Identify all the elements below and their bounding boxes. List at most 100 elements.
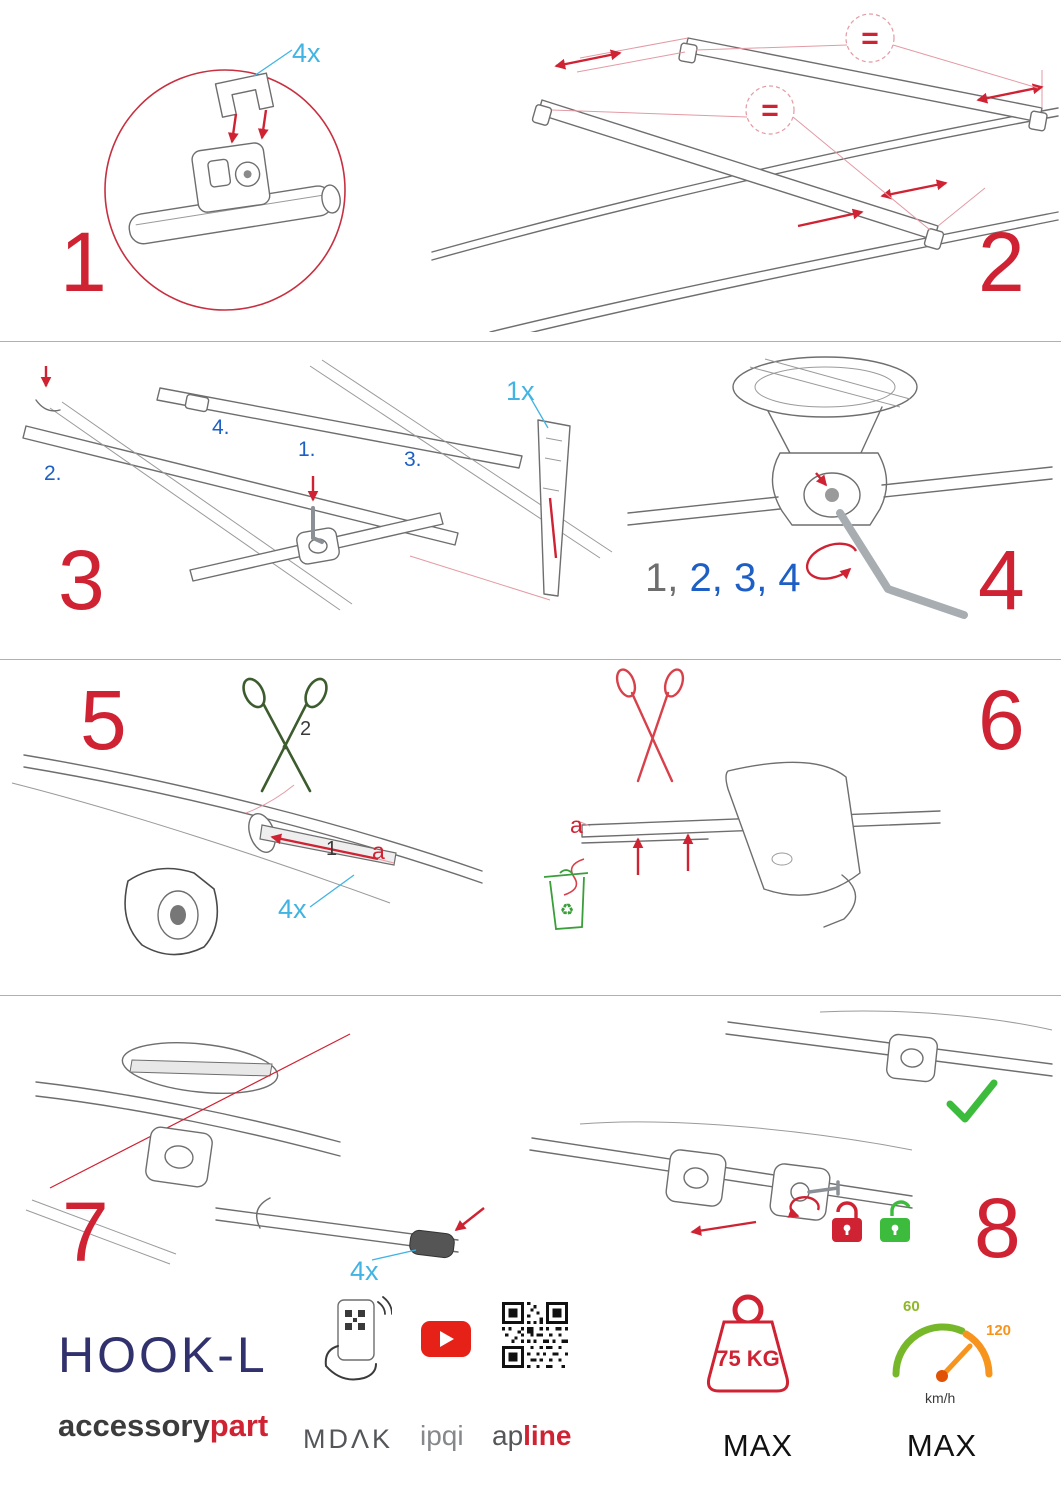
strip-label: a	[570, 812, 583, 838]
cross-bar	[678, 37, 1048, 132]
cross-bar	[156, 387, 523, 469]
arrow-down-icon	[257, 109, 269, 140]
checked-assembly	[725, 1010, 1053, 1123]
check-icon	[946, 1079, 998, 1123]
strip-label: a	[372, 838, 385, 864]
weight-max-icon: 75 KG	[707, 1294, 789, 1393]
roof-rail	[627, 496, 781, 526]
step-8-illustration	[529, 1010, 1053, 1242]
strap-part	[537, 419, 571, 597]
measure-arrow	[976, 83, 1044, 104]
strip-to-cut	[245, 784, 295, 814]
substep-label-3: 3.	[404, 448, 422, 471]
arrow-left-icon	[270, 833, 379, 861]
tighten-sequence-label: 1, 2, 3, 4	[645, 556, 801, 600]
trash-recycle-icon: ♻	[543, 869, 589, 930]
cut-label: 2	[300, 718, 312, 740]
clamp-with-key	[769, 1163, 840, 1221]
padlock-open-icon	[880, 1200, 911, 1242]
foot-cover	[725, 761, 861, 928]
quantity-label: 1x	[506, 376, 535, 406]
substep-label-1: 1.	[298, 438, 316, 461]
svg-text:=: =	[861, 22, 879, 55]
step-number-6: 6	[978, 673, 1025, 767]
speed-high-label: 120	[986, 1322, 1012, 1339]
arrow-down-icon	[227, 113, 239, 144]
cut-strip-curl	[563, 858, 585, 896]
phone-scan-icon	[324, 1296, 392, 1381]
step-number-5: 5	[80, 673, 127, 767]
clamp-body	[145, 1126, 213, 1188]
cross-bar	[531, 99, 945, 250]
divider	[0, 341, 1061, 342]
bracket-part	[214, 72, 275, 118]
callout-line	[525, 389, 549, 429]
arrow-left-icon	[690, 1220, 757, 1236]
step-3-illustration	[22, 359, 613, 611]
callout-line	[253, 49, 293, 77]
scissors-icon	[242, 677, 328, 793]
clamp-body	[124, 867, 219, 956]
quantity-label: 4x	[278, 894, 307, 924]
clamp-body	[665, 1149, 727, 1207]
product-name: HOOK-L	[58, 1327, 268, 1383]
roof-rail	[431, 107, 1059, 253]
rotate-arrow	[805, 542, 858, 580]
brand-logo-accessorypart: accessorypart	[58, 1408, 269, 1443]
guide-line	[49, 1033, 351, 1189]
svg-text:=: =	[761, 94, 779, 127]
speed-max-label: MAX	[906, 1428, 978, 1463]
measure-arrow	[797, 208, 864, 228]
strap-curl	[35, 399, 61, 412]
logo-ipqi: ipqi	[420, 1420, 464, 1451]
callout-line	[309, 874, 355, 908]
step-number-4: 4	[978, 533, 1025, 627]
step-2-illustration: = =	[431, 13, 1059, 332]
slot-label: 1	[326, 838, 338, 860]
quantity-label: 4x	[350, 1256, 379, 1286]
clamp-body	[296, 527, 340, 565]
step-number-1: 1	[60, 215, 107, 309]
end-cap	[409, 1229, 455, 1259]
quantity-label: 4x	[292, 38, 321, 68]
speedometer-icon	[892, 1323, 993, 1382]
key	[807, 1180, 840, 1196]
boot	[767, 406, 883, 458]
hex-key	[836, 509, 968, 619]
step-5-illustration	[11, 677, 483, 956]
pointer-line	[577, 820, 591, 827]
roof-rail	[25, 1199, 177, 1265]
svg-text:♻: ♻	[560, 902, 574, 919]
substep-label-4: 4.	[212, 416, 230, 439]
padlock-closed-icon	[832, 1201, 862, 1242]
callout-line	[371, 1249, 417, 1261]
hex-key	[311, 506, 324, 544]
speed-unit-label: km/h	[925, 1390, 956, 1406]
arrow-icon	[454, 1207, 485, 1232]
roof-rail	[49, 401, 353, 611]
step-number-8: 8	[974, 1181, 1021, 1275]
pointer-line	[409, 555, 551, 601]
measure-arrow	[554, 49, 622, 70]
youtube-icon	[421, 1321, 471, 1357]
rotate-arrow	[787, 1195, 820, 1218]
roof-rail	[489, 211, 1059, 332]
weight-max-label: MAX	[722, 1428, 794, 1463]
clamp-body	[771, 452, 888, 526]
step-number-7: 7	[62, 1185, 109, 1279]
rail-opening	[35, 1042, 341, 1157]
equal-spacing-badge: =	[845, 13, 895, 63]
substep-label-2: 2.	[44, 462, 62, 485]
logo-apline: apline	[492, 1420, 572, 1451]
clamp-body	[886, 1033, 938, 1083]
step-number-2: 2	[978, 215, 1025, 309]
step-4-illustration	[627, 356, 1053, 619]
arrow-icon	[815, 472, 828, 487]
divider	[0, 659, 1061, 660]
step-6-illustration: ♻	[543, 668, 941, 930]
step-1-illustration	[104, 49, 346, 311]
magnifier-circle	[104, 69, 346, 311]
bar-end-cap-diagram	[215, 1197, 485, 1259]
scissors-icon	[615, 668, 685, 783]
